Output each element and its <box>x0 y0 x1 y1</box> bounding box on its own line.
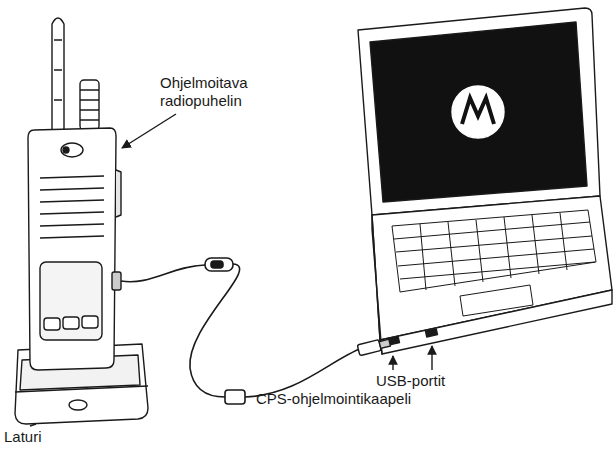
programming-cable <box>121 258 362 404</box>
part-label: Ohjelmoitava radiopuhelin <box>160 74 280 110</box>
usb-plug <box>357 337 391 355</box>
radio <box>28 18 121 370</box>
laptop <box>358 8 612 354</box>
leader-lines <box>30 114 432 426</box>
part-label: Laturi <box>4 428 42 446</box>
part-label: USB-portit <box>376 372 445 390</box>
part-label: CPS-ohjelmointikaapeli <box>256 390 411 408</box>
